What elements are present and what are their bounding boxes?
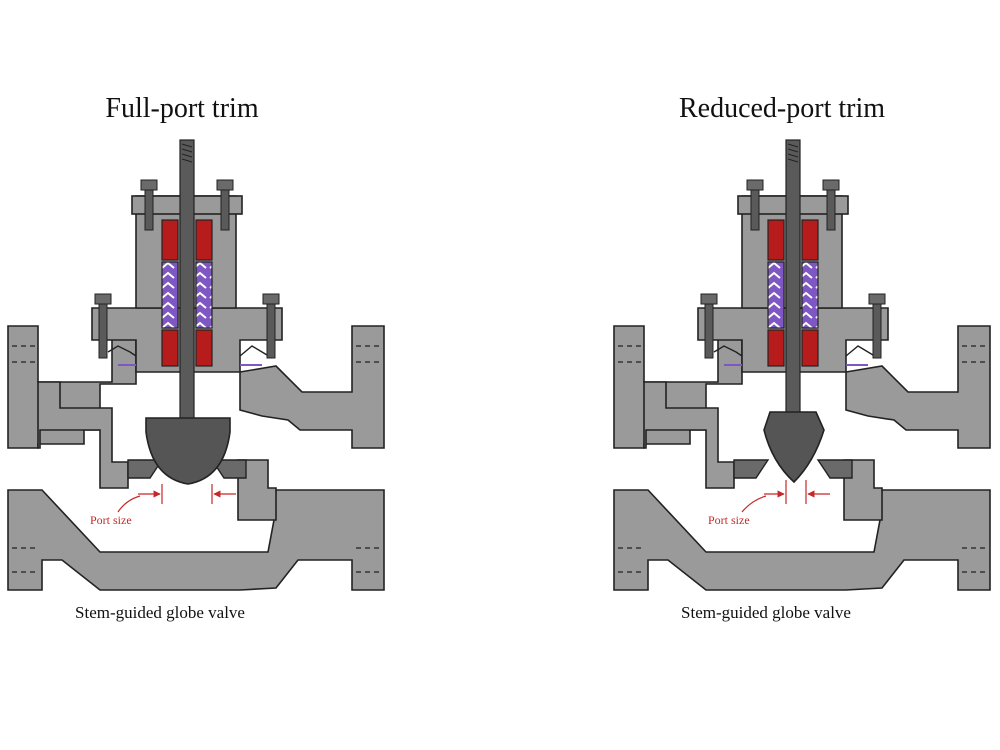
valve-body-reduced-port	[613, 179, 991, 591]
valve-stem	[179, 139, 195, 431]
panel-caption-full-port: Stem-guided globe valve	[75, 603, 245, 622]
reduced-port-panel: Reduced-port trim Port size Stem-guided …	[613, 93, 991, 622]
panel-caption-reduced-port: Stem-guided globe valve	[681, 603, 851, 622]
port-size-dimension	[741, 480, 830, 513]
valve-plug-round	[145, 417, 231, 485]
port-size-dimension	[117, 484, 236, 513]
panel-title-full-port: Full-port trim	[105, 93, 258, 124]
stem-thread-marks	[181, 143, 193, 163]
valve-stem	[785, 139, 801, 421]
valve-plug-pointed	[763, 411, 825, 484]
valve-body-full-port	[7, 179, 385, 591]
stem-thread-marks	[787, 143, 799, 163]
panel-title-reduced-port: Reduced-port trim	[679, 93, 885, 124]
port-size-label: Port size	[90, 513, 132, 527]
port-size-label: Port size	[708, 513, 750, 527]
full-port-panel: Full-port trim Port size Stem-guided glo…	[7, 93, 385, 622]
